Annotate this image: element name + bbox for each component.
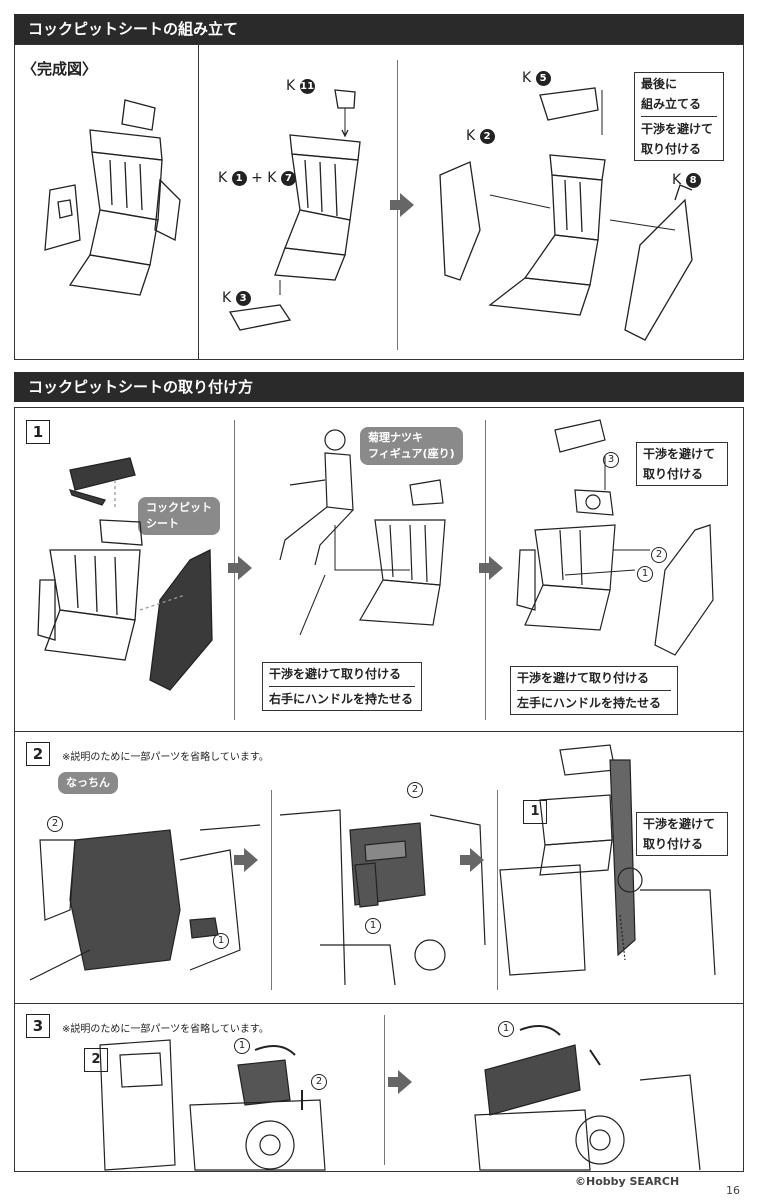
- step2-omit-note: ※説明のために一部パーツを省略しています。: [62, 752, 269, 763]
- step3-panel1-illustration: [99, 1039, 326, 1171]
- step1-right-callout: 干渉を避けて 取り付ける: [636, 442, 728, 486]
- step2-panel1-illustration: [29, 824, 261, 981]
- figure-pill: 菊理ナツキ フィギュア(座り): [360, 427, 463, 465]
- part-number-k7: 7: [280, 170, 296, 186]
- step1-figure-seat-illustration: [279, 429, 446, 636]
- step2-number: 2: [26, 742, 50, 766]
- step3-panel2-illustration: [474, 1025, 701, 1171]
- label-k2: K 2: [466, 128, 495, 144]
- note-last-line2: 組み立てる: [641, 97, 702, 111]
- step2-ref-step: 1: [523, 800, 547, 824]
- note-last-line1: 最後に: [641, 77, 678, 91]
- step2-panel2-illustration: [279, 809, 486, 986]
- part-number-k8: 8: [685, 172, 701, 188]
- step1-callout-line2: 取り付ける: [643, 467, 704, 481]
- step1-seat-exploded-illustration: [37, 457, 213, 691]
- install-section-title: コックピットシートの取り付け方: [28, 378, 254, 396]
- step3-circle-2: 2: [311, 1074, 327, 1090]
- step3-ref-step: 2: [84, 1048, 108, 1072]
- step2-arrow-1: [234, 848, 258, 872]
- seat-parts-illustration: [228, 89, 361, 331]
- step1-arrow-2: [479, 556, 503, 580]
- step1-right-note: 干渉を避けて取り付ける 左手にハンドルを持たせる: [510, 666, 678, 715]
- step1-right-note-line2: 左手にハンドルを持たせる: [517, 696, 662, 710]
- step2-callout: 干渉を避けて 取り付ける: [636, 812, 728, 856]
- step3-arrow: [388, 1070, 412, 1094]
- part-number-k5: 5: [535, 70, 551, 86]
- install-frame: [14, 407, 744, 1172]
- step1-right-note-line1: 干渉を避けて取り付ける: [517, 671, 650, 685]
- completed-label: 〈完成図〉: [22, 60, 98, 78]
- assembly-step-arrow: [390, 193, 414, 217]
- step2-circle-2b: 2: [407, 782, 423, 798]
- step3-divider: [384, 1015, 385, 1165]
- step1-circle-1: 1: [637, 566, 653, 582]
- label-k3: K 3: [222, 290, 251, 306]
- step3-circle-1b: 1: [498, 1021, 514, 1037]
- step-divider-2: [14, 1003, 744, 1004]
- step-divider-1: [14, 731, 744, 732]
- assembly-frame: [14, 44, 744, 360]
- label-k5: K 5: [522, 70, 551, 86]
- step3-number: 3: [26, 1014, 50, 1038]
- step3-circle-1: 1: [234, 1038, 250, 1054]
- label-k11: K 11: [286, 78, 315, 94]
- step1-arrow-1: [228, 556, 252, 580]
- step2-panel3-illustration: [499, 744, 716, 976]
- page-number: 16: [726, 1184, 740, 1197]
- label-k8: K 8: [672, 172, 701, 188]
- completed-seat-illustration: [44, 99, 181, 296]
- part-number-k1: 1: [231, 170, 247, 186]
- assembly-note-callout: 最後に 組み立てる 干渉を避けて 取り付ける: [634, 72, 724, 161]
- label-k1-k7: K 1 + K 7: [218, 170, 296, 186]
- note-avoid-line1: 干渉を避けて: [641, 122, 714, 136]
- step2-circle-2: 2: [47, 816, 63, 832]
- step1-mid-note: 干渉を避けて取り付ける 右手にハンドルを持たせる: [262, 662, 422, 711]
- step1-number: 1: [26, 420, 50, 444]
- part-number-k11: 11: [299, 78, 315, 94]
- step2-circle-1: 1: [213, 933, 229, 949]
- cockpit-seat-pill: コックピット シート: [138, 497, 220, 535]
- step2-circle-1b: 1: [365, 918, 381, 934]
- step2-callout-line1: 干渉を避けて: [643, 817, 716, 831]
- part-number-k3: 3: [235, 290, 251, 306]
- seat-final-assembly-illustration: [439, 87, 693, 341]
- step1-mid-note-line2: 右手にハンドルを持たせる: [269, 692, 414, 706]
- assembly-section-title: コックピットシートの組み立て: [28, 20, 239, 38]
- note-avoid-line2: 取り付ける: [641, 142, 702, 156]
- step2-divider-a: [271, 790, 272, 990]
- install-section-header: コックピットシートの取り付け方: [14, 372, 744, 402]
- step2-divider-b: [497, 790, 498, 990]
- watermark: ©Hobby SEARCH: [575, 1175, 680, 1188]
- step2-callout-line2: 取り付ける: [643, 837, 704, 851]
- assembly-divider-1: [198, 44, 199, 360]
- step1-circle-3: 3: [603, 452, 619, 468]
- step1-callout-line1: 干渉を避けて: [643, 447, 716, 461]
- assembly-section-header: コックピットシートの組み立て: [14, 14, 744, 44]
- step1-final-seat-illustration: [516, 419, 714, 656]
- part-number-k2: 2: [479, 128, 495, 144]
- step3-omit-note: ※説明のために一部パーツを省略しています。: [62, 1024, 269, 1035]
- step1-circle-2: 2: [651, 547, 667, 563]
- step2-arrow-2: [460, 848, 484, 872]
- nacchin-pill: なっちん: [58, 772, 118, 794]
- step1-mid-note-line1: 干渉を避けて取り付ける: [269, 667, 402, 681]
